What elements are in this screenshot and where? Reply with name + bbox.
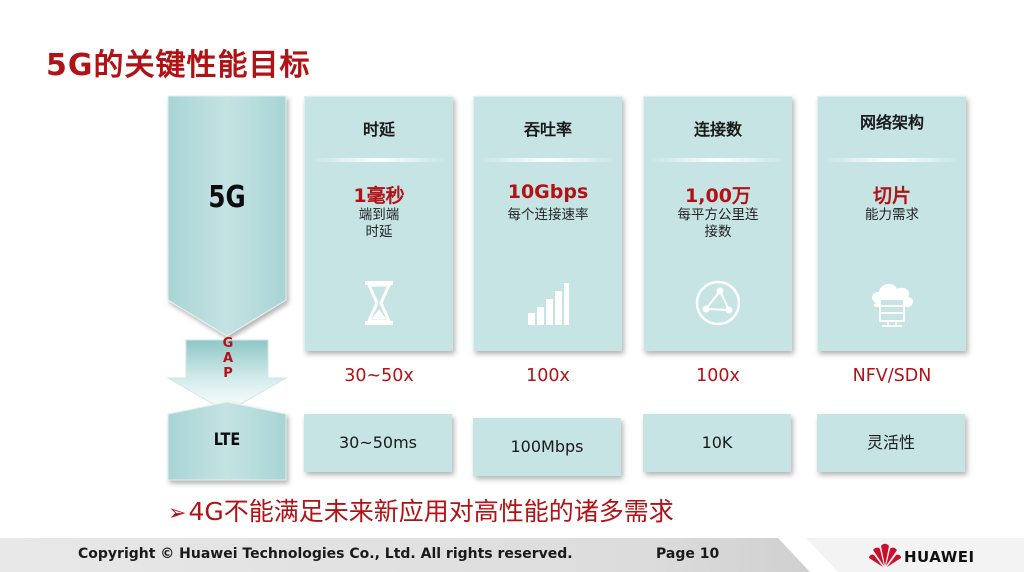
bullet-arrow-icon: ➢ <box>168 501 187 526</box>
metric-description: 每个连接速率 <box>496 207 600 224</box>
metric-desc-line: 接数 <box>704 224 732 240</box>
lte-value-card: 10K <box>643 414 791 472</box>
gap-multiplier: 100x <box>526 366 570 386</box>
bullet-text: 4G不能满足未来新应用对高性能的诸多需求 <box>188 497 674 526</box>
card-divider <box>824 158 960 162</box>
gap-letter: A <box>222 351 234 366</box>
slide-title: 5G的关键性能目标 <box>46 48 311 83</box>
metric-description: 每平方公里连 接数 <box>666 207 770 241</box>
metric-title: 连接数 <box>693 120 742 139</box>
metric-card-architecture: 网络架构 切片 能力需求 <box>817 96 966 351</box>
footer-copyright: Copyright © Huawei Technologies Co., Ltd… <box>78 546 573 562</box>
metric-desc-line: 端到端 <box>358 207 400 223</box>
metric-desc-line: 能力需求 <box>865 207 919 223</box>
label-5g: 5G <box>208 180 246 215</box>
metric-desc-line: 每个连接速率 <box>507 207 589 223</box>
metric-title: 时延 <box>362 120 395 139</box>
metric-description: 能力需求 <box>840 207 944 224</box>
metric-title: 网络架构 <box>859 113 924 132</box>
huawei-logo-icon <box>869 543 901 567</box>
gap-multiplier: 30~50x <box>344 366 414 386</box>
metric-value: 1毫秒 <box>353 185 405 207</box>
metric-card-latency: 时延 1毫秒 端到端 时延 <box>304 96 453 351</box>
metric-card-connections: 连接数 1,00万 每平方公里连 接数 <box>643 96 792 351</box>
network-nodes-icon <box>695 280 741 326</box>
conclusion-bullet: ➢4G不能满足未来新应用对高性能的诸多需求 <box>168 492 674 528</box>
cloud-server-icon <box>872 283 914 327</box>
hourglass-icon <box>365 281 393 325</box>
gap-multiplier: NFV/SDN <box>852 366 932 386</box>
metric-value: 切片 <box>872 185 911 207</box>
footer-bar <box>0 538 1024 572</box>
metric-description: 端到端 时延 <box>327 207 431 241</box>
metric-desc-line: 时延 <box>365 224 393 240</box>
signal-bars-icon <box>528 283 569 325</box>
metric-card-throughput: 吞吐率 10Gbps 每个连接速率 <box>473 96 622 351</box>
metric-value: 10Gbps <box>507 181 589 203</box>
lte-value-card: 灵活性 <box>817 414 965 472</box>
metric-value: 1,00万 <box>685 185 751 207</box>
footer-page-number: Page 10 <box>656 546 720 562</box>
footer-brand: HUAWEI <box>904 548 975 566</box>
metric-desc-line: 每平方公里连 <box>677 207 759 223</box>
lte-value-card: 30~50ms <box>304 414 452 472</box>
card-divider <box>480 158 616 162</box>
gap-letter: P <box>223 366 233 381</box>
metric-title: 吞吐率 <box>523 120 572 139</box>
label-lte: LTE <box>213 430 241 450</box>
card-divider <box>650 158 786 162</box>
gap-letter: G <box>222 336 234 351</box>
gap-multiplier: 100x <box>696 366 740 386</box>
card-divider <box>311 158 447 162</box>
lte-value-card: 100Mbps <box>473 418 621 476</box>
